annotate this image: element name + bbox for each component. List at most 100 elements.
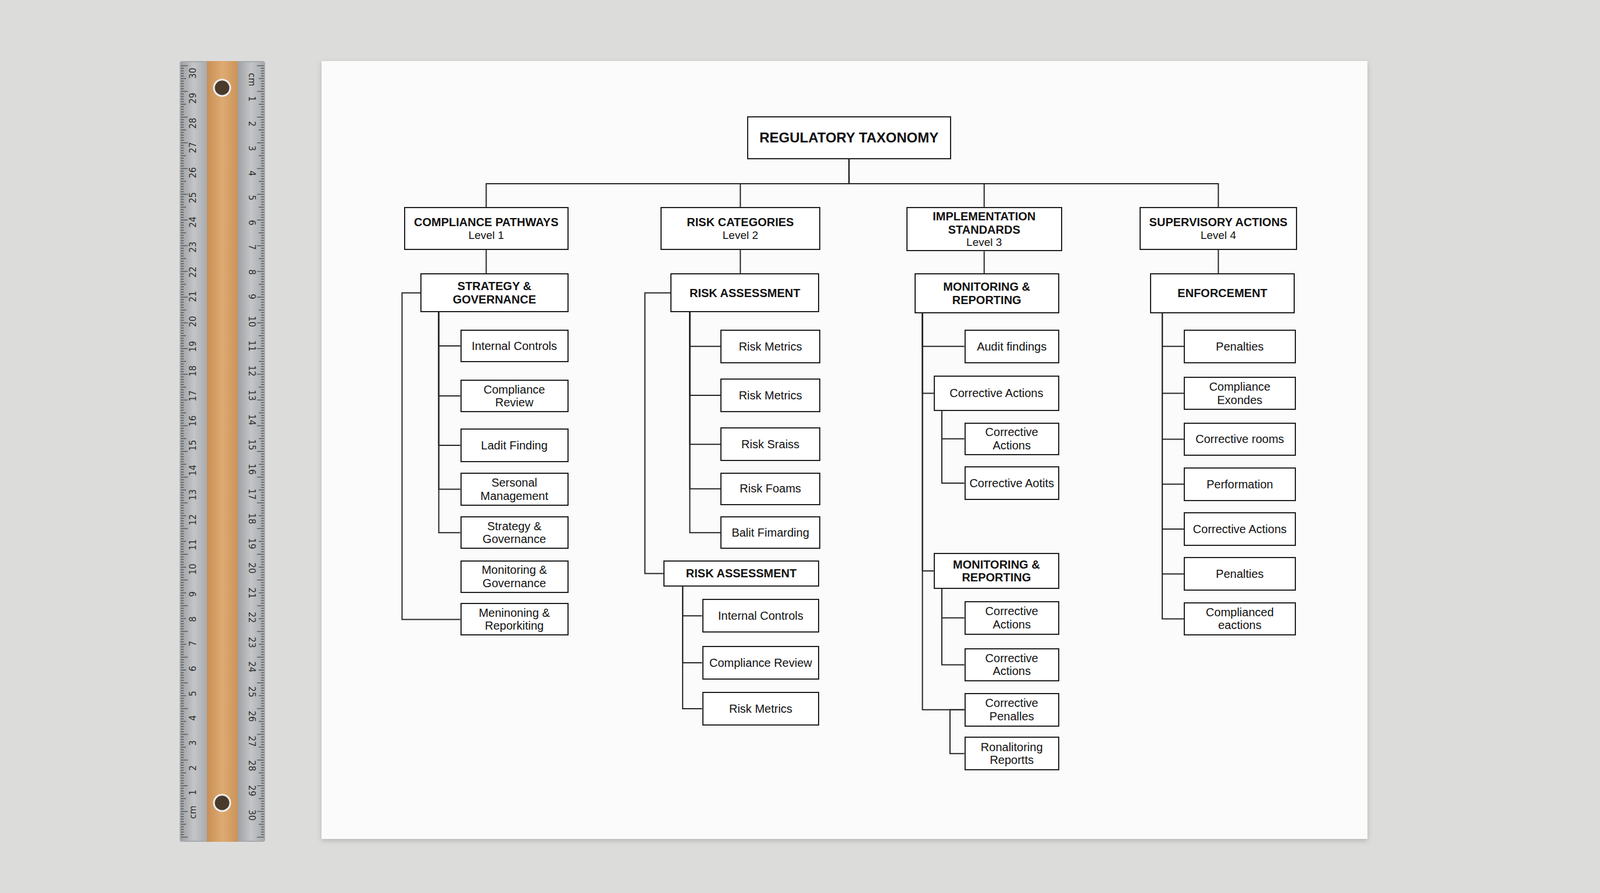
ruler-tick	[180, 389, 184, 391]
ruler-tick	[256, 65, 264, 67]
ruler-tick	[180, 150, 184, 151]
ruler-number: 21	[188, 291, 198, 303]
ruler-metal-strip	[237, 62, 264, 841]
ruler-tick	[261, 358, 264, 360]
ruler-tick	[180, 170, 184, 172]
ruler-tick	[261, 569, 264, 570]
ruler-tick	[180, 731, 184, 732]
ruler-number: 8	[188, 616, 198, 623]
ruler-tick	[261, 368, 264, 370]
item-box: Compliance Review	[702, 645, 820, 680]
node-label: Performation	[1206, 477, 1274, 491]
ruler-tick	[261, 114, 264, 116]
ruler-tick	[261, 70, 264, 71]
ruler-tick	[261, 713, 264, 714]
node-label: Penalties	[1215, 567, 1264, 581]
ruler-tick	[180, 690, 184, 691]
ruler-tick	[261, 584, 264, 586]
ruler-number: 17	[247, 488, 256, 500]
ruler-tick	[261, 440, 264, 442]
ruler-number: 22	[188, 266, 198, 278]
ruler-tick	[256, 348, 264, 349]
ruler-tick	[180, 605, 188, 606]
ruler-tick	[180, 582, 184, 584]
ruler-tick	[261, 819, 264, 820]
ruler-ticks	[180, 65, 264, 838]
ruler-tick	[261, 409, 264, 411]
ruler-tick	[180, 831, 184, 833]
ruler-tick	[180, 654, 184, 655]
ruler-tick	[180, 88, 184, 89]
node-label: Corrective Actions	[969, 425, 1055, 452]
ruler-tick	[256, 476, 264, 478]
ruler-tick	[180, 409, 184, 411]
ruler-tick	[180, 718, 184, 720]
ruler-number: 7	[188, 641, 198, 648]
ruler-tick	[180, 407, 184, 409]
item-box: Complianced eactions	[1183, 602, 1296, 637]
ruler-tick	[180, 304, 184, 306]
ruler-tick	[261, 685, 264, 687]
ruler-tick	[180, 469, 184, 470]
ruler-tick	[261, 466, 264, 468]
ruler-tick	[261, 749, 264, 750]
ruler-tick	[180, 78, 187, 80]
ruler-tick	[180, 101, 184, 102]
ruler-tick	[180, 368, 184, 370]
connector	[438, 312, 461, 533]
ruler-tick	[261, 132, 264, 134]
ruler-tick	[180, 664, 184, 666]
ruler-tick	[180, 538, 184, 539]
ruler-tick	[261, 752, 264, 753]
connector	[1162, 313, 1184, 394]
ruler-tick	[261, 73, 264, 74]
ruler-number: 26	[247, 711, 256, 723]
ruler-tick	[261, 638, 264, 640]
ruler-tick	[256, 219, 264, 221]
ruler-tick	[261, 68, 264, 69]
ruler-number: 7	[247, 244, 256, 250]
ruler-tick	[180, 412, 187, 414]
ruler-tick	[258, 463, 264, 465]
ruler-tick	[261, 80, 264, 82]
ruler-tick	[258, 206, 264, 208]
ruler-tick	[261, 705, 264, 707]
ruler-tick	[261, 222, 264, 223]
ruler-tick	[180, 677, 184, 678]
ruler-tick	[261, 536, 264, 537]
ruler-tick	[256, 759, 264, 761]
ruler-tick	[261, 420, 264, 421]
ruler-tick	[261, 145, 264, 146]
ruler-tick	[258, 129, 264, 131]
ruler-tick	[261, 225, 264, 226]
ruler-tick	[261, 610, 264, 612]
ruler-tick	[261, 422, 264, 424]
ruler-tick	[180, 145, 184, 146]
ruler-tick	[261, 729, 264, 730]
paper-sheet	[321, 61, 1368, 839]
node-label: Risk Foams	[739, 481, 802, 495]
ruler-tick	[258, 181, 264, 182]
ruler-tick	[261, 680, 264, 681]
ruler-tick	[180, 216, 184, 218]
ruler-tick	[261, 101, 264, 102]
ruler-tick	[180, 261, 184, 262]
ruler-tick	[180, 427, 184, 429]
ruler-tick	[180, 592, 187, 594]
ruler-tick	[180, 819, 184, 820]
item-box: Meninoning & Reporkiting	[460, 602, 569, 636]
node-label: Audit findings	[976, 340, 1047, 353]
ruler-tick	[261, 628, 264, 630]
ruler-tick	[261, 93, 264, 95]
ruler-tick	[261, 178, 264, 180]
ruler-tick	[180, 266, 184, 267]
ruler-tick	[180, 811, 188, 812]
ruler-tick	[180, 636, 184, 637]
ruler-tick	[258, 644, 264, 645]
ruler-number: 29	[247, 784, 256, 796]
ruler-tick	[261, 448, 264, 450]
ruler-tick	[261, 234, 264, 236]
node-label: Level 3	[966, 236, 1002, 249]
ruler-tick	[256, 554, 264, 555]
ruler-tick	[180, 384, 184, 385]
